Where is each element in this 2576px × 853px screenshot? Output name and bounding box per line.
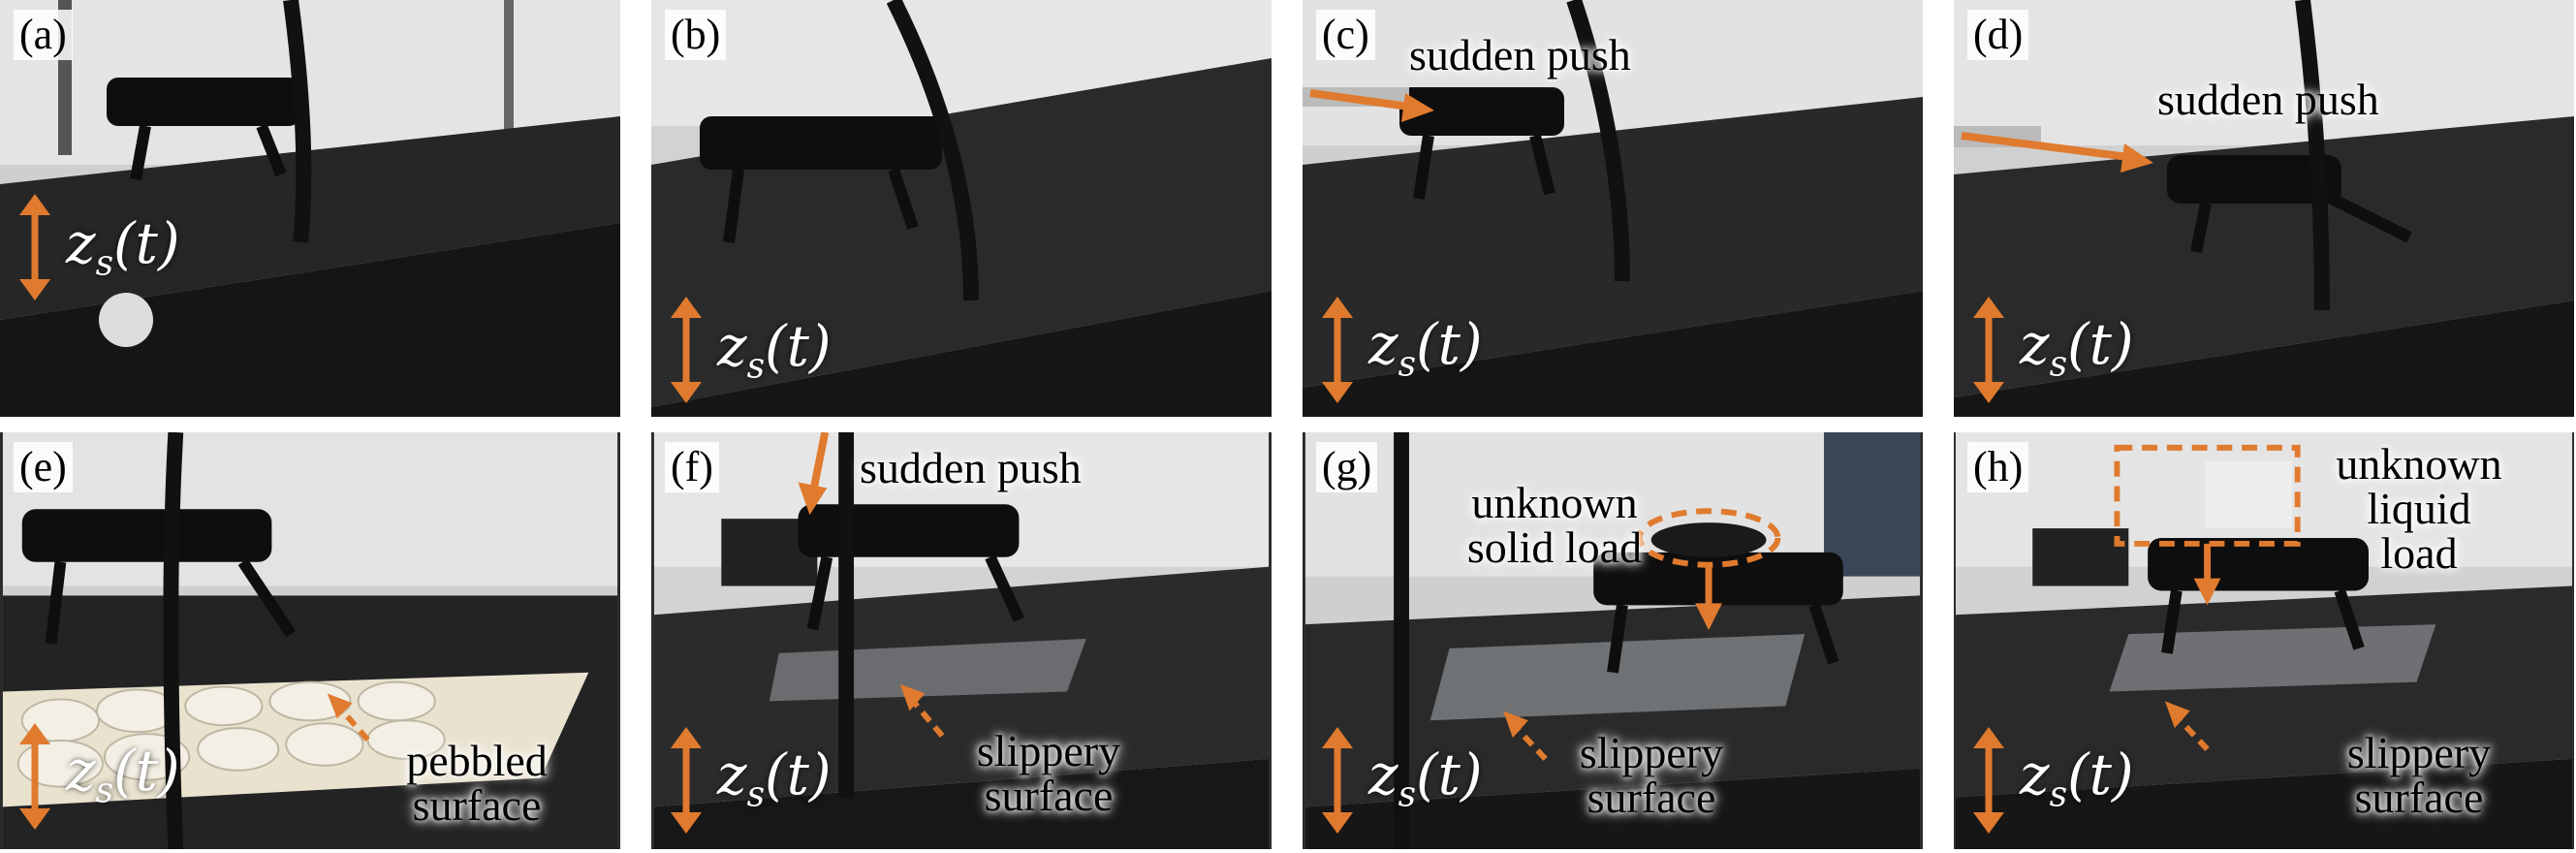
panel-label: (e) (14, 442, 73, 492)
zs-label: zs(t) (717, 313, 832, 387)
annotation-sudden-push: sudden push (1409, 30, 1631, 79)
panel-label: (f) (665, 442, 719, 492)
zs-label: zs(t) (2020, 311, 2134, 385)
zs-label: zs(t) (1368, 742, 1483, 815)
panel-label: (d) (1967, 10, 2029, 60)
scene-d (1954, 0, 2574, 417)
zs-label: zs(t) (66, 738, 180, 811)
annotation-slippery-surface: slippery surface (1579, 728, 1724, 822)
scene-a (0, 0, 620, 417)
double-arrow-icon (19, 723, 50, 830)
panel-b: (b) zs(t) (651, 0, 1272, 417)
panel-g: (g) unknown solid load slippery surface … (1303, 432, 1923, 849)
annotation-slippery-surface: slippery surface (2346, 728, 2492, 822)
double-arrow-icon (671, 727, 702, 834)
annotation-unknown-liquid-load: unknown liquid load (2336, 439, 2502, 578)
scene-c (1303, 0, 1923, 417)
scene-e (2, 432, 618, 849)
scene-f (653, 432, 1270, 849)
double-arrow-icon (1973, 727, 2004, 834)
panel-e: (e) pebbled surface zs(t) (0, 432, 620, 849)
panel-c: (c) sudden push zs(t) (1303, 0, 1923, 417)
zs-label: zs(t) (66, 210, 180, 284)
annotation-sudden-push: sudden push (2157, 75, 2379, 124)
double-arrow-icon (671, 297, 702, 403)
double-arrow-icon (19, 194, 50, 300)
panel-label: (h) (1967, 442, 2029, 492)
panel-label: (g) (1316, 442, 1378, 492)
zs-label: zs(t) (717, 742, 832, 815)
annotation-slippery-surface: slippery surface (976, 726, 1121, 820)
zs-label: zs(t) (1368, 311, 1483, 385)
panel-label: (b) (665, 10, 727, 60)
double-arrow-icon (1322, 297, 1353, 403)
panel-label: (c) (1316, 10, 1375, 60)
annotation-pebbled-surface: pebbled surface (406, 736, 548, 830)
double-arrow-icon (1322, 727, 1353, 834)
panel-d: (d) sudden push zs(t) (1954, 0, 2574, 417)
zs-label: zs(t) (2020, 742, 2134, 815)
panel-a: (a) zs(t) (0, 0, 620, 417)
panel-label: (a) (14, 10, 73, 60)
scene-g (1304, 432, 1921, 849)
double-arrow-icon (1973, 297, 2004, 403)
panel-f: (f) sudden push slippery surface zs(t) (651, 432, 1272, 849)
scene-b (651, 0, 1272, 417)
annotation-sudden-push: sudden push (860, 443, 1082, 492)
panel-h: (h) unknown liquid load slippery surface… (1954, 432, 2574, 849)
annotation-unknown-solid-load: unknown solid load (1466, 478, 1643, 572)
